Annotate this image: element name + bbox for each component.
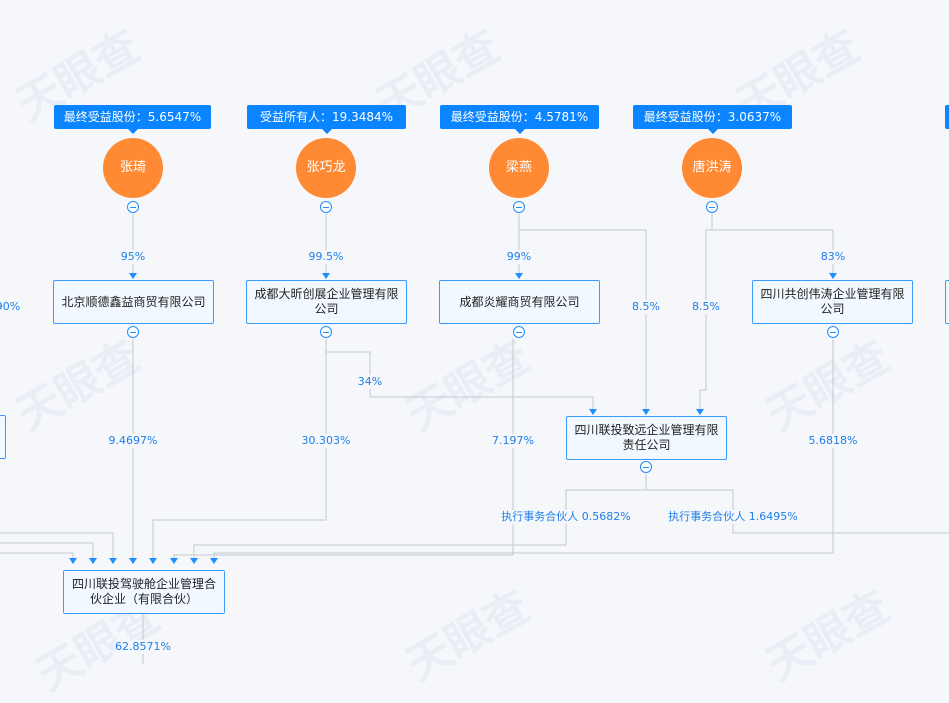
person-node[interactable]: 张巧龙 [296, 138, 356, 198]
company-node[interactable]: 四川联投致远企业管理有限责任公司 [566, 416, 727, 460]
edge-percent: 62.8571% [115, 640, 171, 654]
company-node[interactable]: 成都大昕创展企业管理有限公司 [246, 280, 407, 324]
edge-percent: 5.6818% [808, 434, 858, 448]
edge-percent: 8.5% [692, 300, 720, 314]
beneficial-share-tag: 最终受益股份：3.0637% [633, 105, 792, 134]
person-node[interactable]: 唐洪涛 [682, 138, 742, 198]
partial-company-box-right[interactable] [945, 280, 949, 324]
collapse-icon[interactable] [320, 201, 332, 213]
collapse-icon[interactable] [513, 201, 525, 213]
person-node[interactable]: 梁燕 [489, 138, 549, 198]
edge-percent: 99% [506, 250, 532, 264]
edge-percent: 8.5% [632, 300, 660, 314]
company-node[interactable]: 北京顺德鑫益商贸有限公司 [53, 280, 214, 324]
edge-percent: 95% [120, 250, 146, 264]
edge-percent: 9.4697% [108, 434, 158, 448]
partial-tag [945, 105, 949, 129]
edge-percent: 83% [820, 250, 846, 264]
company-node[interactable]: 成都炎耀商贸有限公司 [439, 280, 600, 324]
edge-percent: 34% [357, 375, 383, 389]
edge-percent: 执行事务合伙人 0.5682% [501, 510, 631, 524]
edge-percent: 7.197% [492, 434, 534, 448]
beneficial-share-tag: 最终受益股份：5.6547% [54, 105, 211, 134]
beneficial-share-tag: 最终受益股份：4.5781% [440, 105, 599, 134]
collapse-icon[interactable] [640, 461, 652, 473]
edge-percent: 执行事务合伙人 1.6495% [668, 510, 798, 524]
collapse-icon[interactable] [320, 326, 332, 338]
person-node[interactable]: 张琦 [103, 138, 163, 198]
edge-percent: 99.5% [308, 250, 344, 264]
company-node[interactable]: 四川共创伟涛企业管理有限公司 [752, 280, 913, 324]
connector-lines [0, 214, 949, 664]
collapse-icon[interactable] [827, 326, 839, 338]
collapse-icon[interactable] [513, 326, 525, 338]
collapse-icon[interactable] [127, 201, 139, 213]
collapse-icon[interactable] [127, 326, 139, 338]
partial-percent: 90% [0, 300, 21, 314]
edge-percent: 30.303% [301, 434, 351, 448]
beneficial-owner-tag: 受益所有人：19.3484% [247, 105, 406, 134]
collapse-icon[interactable] [706, 201, 718, 213]
partial-company-box[interactable] [0, 415, 6, 459]
target-company-node[interactable]: 四川联投驾驶舱企业管理合伙企业（有限合伙） [63, 570, 225, 614]
